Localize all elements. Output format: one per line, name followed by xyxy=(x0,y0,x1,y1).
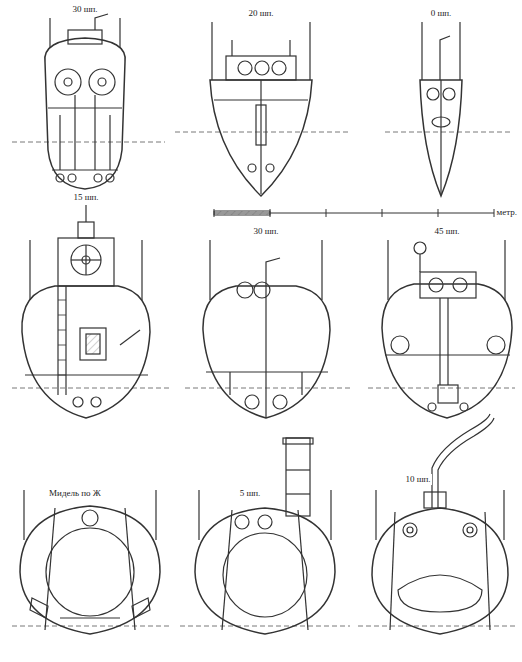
frame-label: 30 шп. xyxy=(71,4,98,15)
frame-label: 45 шп. xyxy=(433,226,460,237)
frame-label: 15 шп. xyxy=(72,192,99,203)
frame-label: 20 шп. xyxy=(247,8,274,19)
frame-label: 0 шп. xyxy=(430,8,453,19)
frame-label: 30 шп. xyxy=(252,226,279,237)
frame-label: Мидель по Ж xyxy=(48,488,102,499)
scale-unit: метр. xyxy=(496,207,518,218)
frame-label: 10 шп. xyxy=(404,474,431,485)
frame-label: 5 шп. xyxy=(239,488,262,499)
